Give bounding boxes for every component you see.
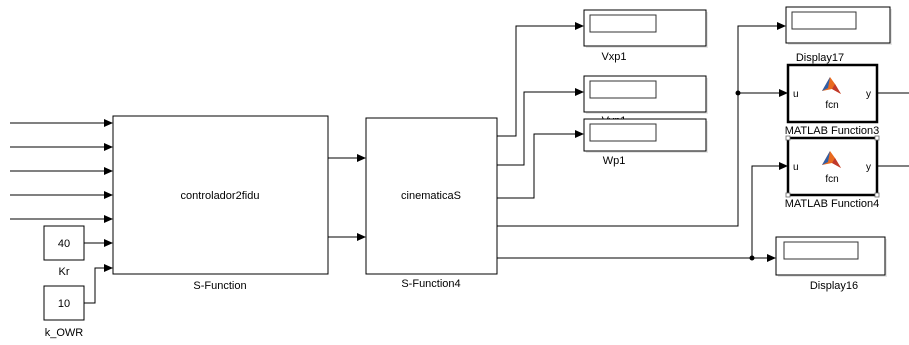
display-vxp1-block[interactable] [583, 9, 708, 48]
matlab-function4-out-port: y [866, 162, 871, 173]
constant-kr-label: Kr [59, 266, 70, 278]
matlab-function3-label: MATLAB Function3 [785, 125, 880, 137]
matlab-membrane-icon [822, 77, 841, 94]
matlab-function4-label: MATLAB Function4 [785, 198, 880, 210]
display17-label: Display17 [796, 52, 844, 64]
constant-kowr-block[interactable]: 10 [43, 285, 85, 321]
kinematics-block-label: S-Function4 [401, 278, 460, 290]
controller-block-label: S-Function [193, 280, 246, 292]
display16-screen [783, 241, 859, 260]
display-wp1-label: Wp1 [603, 155, 626, 167]
constant-kr-block[interactable]: 40 [43, 225, 85, 261]
selection-handle[interactable] [874, 192, 880, 198]
kinematics-block-name: cinematicaS [401, 190, 461, 202]
kinematics-output-wires[interactable] [497, 22, 909, 262]
matlab-function3-name: fcn [825, 100, 838, 111]
controller-block-name: controlador2fidu [181, 190, 260, 202]
matlab-function4-name: fcn [825, 174, 838, 185]
controller-sfunction-block[interactable]: controlador2fidu [112, 115, 329, 275]
matlab-function4-in-port: u [793, 162, 799, 173]
display-wp1-block[interactable] [583, 118, 708, 153]
display16-label: Display16 [810, 280, 858, 292]
matlab-function4-block[interactable]: u y fcn [785, 135, 880, 198]
display-vyp1-block[interactable] [583, 75, 708, 114]
display-vyp1-screen [589, 80, 657, 99]
selection-handle[interactable] [785, 135, 791, 141]
selection-handle[interactable] [874, 135, 880, 141]
controller-output-wires[interactable] [328, 154, 366, 241]
matlab-function3-in-port: u [793, 89, 799, 100]
matlab-membrane-icon [822, 151, 841, 168]
matlab-function3-block[interactable]: u y fcn [786, 63, 879, 124]
selection-handle[interactable] [785, 192, 791, 198]
display-wp1-screen [589, 123, 657, 142]
controller-input-wires[interactable] [10, 119, 113, 304]
constant-kr-value: 40 [58, 238, 70, 250]
display-vxp1-label: Vxp1 [601, 51, 626, 63]
display-vxp1-screen [589, 14, 657, 33]
display17-block[interactable] [785, 6, 892, 45]
constant-kowr-label: k_OWR [45, 327, 84, 339]
display16-block[interactable] [775, 236, 887, 277]
constant-kowr-value: 10 [58, 298, 70, 310]
display17-screen [791, 11, 857, 30]
kinematics-sfunction-block[interactable]: cinematicaS [365, 117, 498, 275]
matlab-function3-out-port: y [866, 89, 871, 100]
